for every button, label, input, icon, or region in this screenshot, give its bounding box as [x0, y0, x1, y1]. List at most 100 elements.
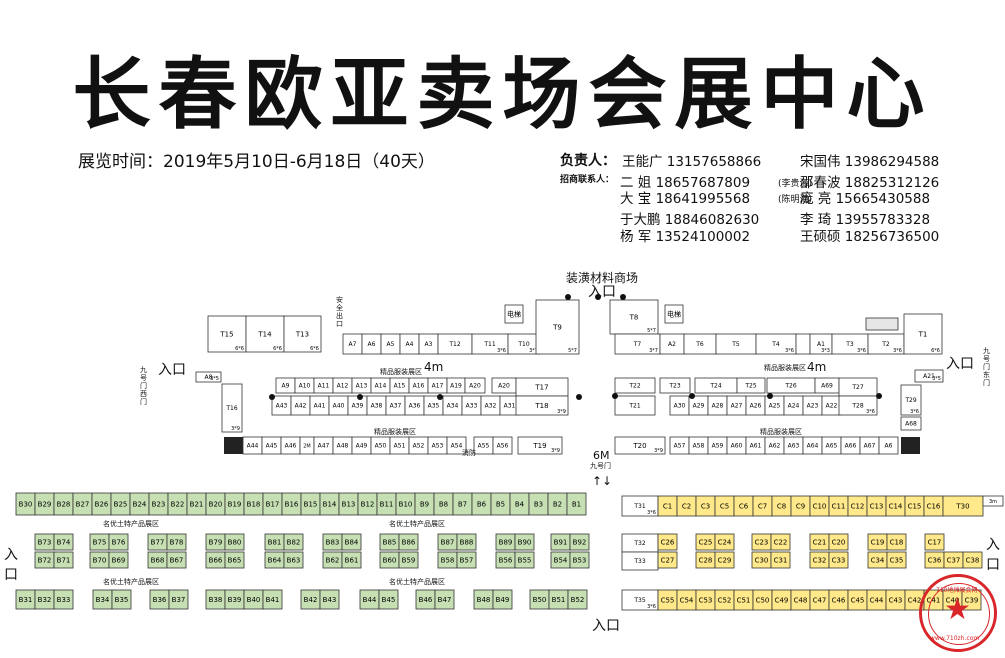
booth-C8: C8 [771, 495, 792, 517]
booth-B64: B64 [264, 551, 285, 569]
booth-size: 3*5 [210, 376, 219, 382]
booth-outline [514, 551, 535, 569]
booth-A22: A22 [821, 395, 842, 416]
booth-label: 电梯 [667, 310, 681, 319]
booth-B83: B83 [322, 533, 343, 551]
booth-T7: T73*7 [614, 333, 661, 355]
booth-label: C17 [928, 539, 942, 547]
booth-outline [914, 369, 944, 383]
booth-size: 6*6 [931, 348, 940, 354]
booth-C47: C47 [809, 589, 830, 611]
aisle-width-right: 4m [807, 360, 827, 374]
entrance-bottom: 入口 [592, 618, 620, 634]
booth-label: B46 [419, 596, 433, 604]
recruit-contact-3: 于大鹏 18846082630 [620, 212, 760, 228]
booth-label: B57 [460, 557, 474, 565]
booth-label: C19 [871, 539, 885, 547]
booth-B70: B70 [89, 551, 110, 569]
booth-label: A51 [394, 443, 406, 450]
booth-C36: C36 [924, 551, 945, 569]
booth-label: A45 [266, 443, 278, 450]
booth-outline [517, 436, 563, 455]
booth-size: 3*5 [932, 376, 941, 382]
booth-label: T8 [629, 314, 639, 322]
booth-label: A2 [668, 341, 676, 348]
booth-label: B45 [382, 596, 396, 604]
booth-B52: B52 [567, 589, 588, 610]
booth-B79: B79 [205, 533, 226, 551]
booth-label: A68 [905, 421, 917, 428]
booth-A34: A34 [442, 395, 463, 416]
booth-label: B29 [38, 501, 52, 509]
booth-B35: B35 [111, 589, 132, 610]
booth-A68: A68 [900, 416, 922, 431]
booth-label: B26 [95, 501, 109, 509]
booth-A66: A66 [840, 436, 861, 455]
entrance-east: 入口 [946, 356, 974, 372]
booth-label: C35 [890, 557, 904, 565]
booth-A62: A62 [764, 436, 785, 455]
booth-label: A39 [352, 403, 364, 410]
booth-label: A21 [923, 373, 935, 380]
booth-size: 3*9 [231, 426, 240, 432]
booth-B7: B7 [452, 492, 473, 516]
booth-label: B2 [553, 501, 562, 509]
booth-outline [504, 304, 524, 324]
booth-label: B75 [93, 539, 107, 547]
booth-label: B58 [441, 557, 455, 565]
booth-B71: B71 [53, 551, 74, 569]
booth-label: T13 [295, 331, 309, 339]
booth-outline [982, 495, 1004, 507]
booth-label: B22 [171, 501, 185, 509]
booth-size: 3*6 [910, 409, 919, 415]
booth-blank [865, 317, 899, 331]
recruit-contact-4: 杨 军 13524100002 [620, 229, 751, 245]
booth-label: B30 [19, 501, 33, 509]
booth-C52: C52 [714, 589, 735, 611]
booth-label: A13 [356, 383, 368, 390]
booth-label: C30 [755, 557, 769, 565]
booth-label: C27 [661, 557, 675, 565]
booth-label: B12 [361, 501, 375, 509]
booth-B59: B59 [398, 551, 419, 569]
booth-label: B49 [496, 596, 510, 604]
booth-B90: B90 [514, 533, 535, 551]
booth-A60: A60 [726, 436, 747, 455]
booth-label: T29 [904, 397, 916, 404]
booth-label: C23 [755, 539, 769, 547]
booth-label: 3m [989, 499, 997, 505]
booth-label: A8 [205, 374, 213, 381]
booth-C19: C19 [867, 533, 888, 551]
booth-C11: C11 [828, 495, 849, 517]
booth-B67: B67 [166, 551, 187, 569]
booth-outline [770, 551, 791, 569]
booth-outline [195, 371, 222, 383]
booth-label: B91 [554, 539, 568, 547]
booth-outline [865, 317, 899, 331]
booth-T22: T22 [614, 377, 656, 394]
booth-label: A41 [314, 403, 326, 410]
booth-label: C44 [870, 597, 884, 605]
head-contact-2: 宋国伟 13986294588 [800, 154, 940, 170]
booth-B38: B38 [205, 589, 226, 610]
booth-B50: B50 [529, 589, 550, 610]
booth-A13: A13 [351, 377, 372, 394]
gate9-label: 九号门 [590, 462, 611, 470]
booth-B25: B25 [110, 492, 131, 516]
booth-T25: T25 [736, 377, 766, 394]
booth-label: B69 [112, 557, 126, 565]
booth-label: T21 [628, 403, 640, 410]
booth-outline [900, 416, 922, 431]
booth-label: A33 [466, 403, 478, 410]
booth-C46: C46 [828, 589, 849, 611]
booth-label: A30 [674, 403, 686, 410]
booth-label: T5 [731, 341, 740, 348]
booth-A69: A69 [814, 377, 840, 394]
booth-B30: B30 [15, 492, 36, 516]
booth-label: C51 [737, 597, 751, 605]
booth-outline [659, 377, 691, 394]
booth-label: A25 [769, 403, 781, 410]
booth-size: 3*9 [551, 448, 560, 454]
booth-B63: B63 [283, 551, 304, 569]
